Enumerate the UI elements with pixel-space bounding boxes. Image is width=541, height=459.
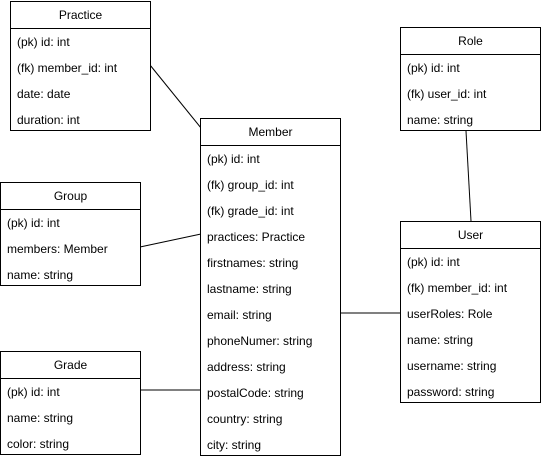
- field: userRoles: Role: [407, 307, 493, 321]
- entity-title: Role: [401, 28, 540, 55]
- field: name: string: [407, 333, 474, 347]
- field: (pk) id: int: [407, 61, 460, 75]
- entity-grade[interactable]: Grade (pk) id: int name: string color: s…: [0, 351, 141, 455]
- field: (fk) member_id: int: [407, 281, 508, 295]
- entity-title: User: [401, 222, 540, 249]
- practice-member-link: [149, 64, 202, 129]
- group-member-link: [139, 233, 202, 248]
- field: name: string: [7, 411, 74, 425]
- field: date: date: [17, 87, 71, 101]
- field: city: string: [207, 438, 262, 452]
- field: practices: Practice: [207, 230, 306, 244]
- field: (pk) id: int: [7, 385, 60, 399]
- field: firstnames: string: [207, 256, 299, 270]
- field: username: string: [407, 359, 497, 373]
- field: duration: int: [17, 113, 80, 127]
- entity-group[interactable]: Group (pk) id: int members: Member name:…: [0, 182, 141, 286]
- field: name: string: [407, 113, 474, 127]
- role-user-link: [465, 130, 472, 222]
- field: (fk) group_id: int: [207, 178, 294, 192]
- field: (pk) id: int: [407, 255, 460, 269]
- entity-title: Member: [201, 119, 340, 146]
- field: address: string: [207, 360, 286, 374]
- field: country: string: [207, 412, 283, 426]
- field: (fk) user_id: int: [407, 87, 487, 101]
- field: (pk) id: int: [7, 216, 60, 230]
- entity-title: Grade: [1, 352, 140, 379]
- field: lastname: string: [207, 282, 292, 296]
- field: phoneNumer: string: [207, 334, 313, 348]
- entity-role[interactable]: Role (pk) id: int (fk) user_id: int name…: [400, 27, 541, 131]
- field: password: string: [407, 385, 495, 399]
- entity-member[interactable]: Member (pk) id: int (fk) group_id: int (…: [200, 118, 341, 456]
- field: (fk) member_id: int: [17, 61, 118, 75]
- entity-title: Group: [1, 183, 140, 210]
- field: (fk) grade_id: int: [207, 204, 294, 218]
- field: email: string: [207, 308, 272, 322]
- entity-practice[interactable]: Practice (pk) id: int (fk) member_id: in…: [10, 1, 151, 131]
- entity-title: Practice: [11, 2, 150, 29]
- field: members: Member: [7, 242, 108, 256]
- field: name: string: [7, 268, 74, 282]
- field: (pk) id: int: [17, 35, 70, 49]
- field: color: string: [7, 437, 70, 451]
- field: (pk) id: int: [207, 152, 260, 166]
- entity-user[interactable]: User (pk) id: int (fk) member_id: int us…: [400, 221, 541, 403]
- field: postalCode: string: [207, 386, 304, 400]
